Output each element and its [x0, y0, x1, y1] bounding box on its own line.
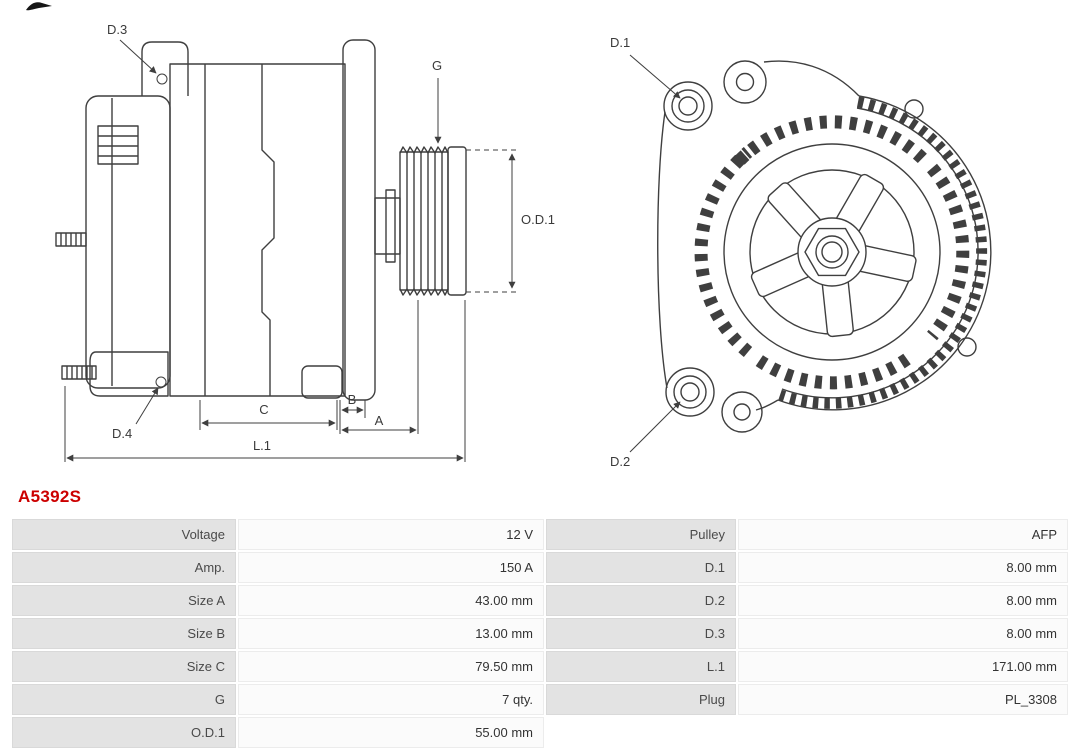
pulley-ribbed-section — [399, 151, 449, 291]
side-view-dimensions — [64, 39, 517, 462]
dim-label-c: C — [259, 402, 268, 417]
rear-vent-fins — [97, 125, 139, 165]
spec-label: Amp. — [12, 552, 236, 583]
part-number: A5392S — [18, 487, 82, 506]
housing-tab — [957, 337, 977, 357]
casting-split-line — [261, 64, 275, 396]
spec-label: D.3 — [546, 618, 736, 649]
housing-tab — [904, 99, 924, 119]
shaft-nut — [804, 227, 860, 277]
spec-label-empty — [546, 717, 736, 748]
spec-value: 43.00 mm — [238, 585, 544, 616]
spec-value: PL_3308 — [738, 684, 1068, 715]
dim-label-g: G — [432, 58, 442, 73]
spec-label: Pulley — [546, 519, 736, 550]
spec-label: G — [12, 684, 236, 715]
spec-value: 8.00 mm — [738, 552, 1068, 583]
front-view-dimensions — [629, 54, 681, 453]
housing-top-edge — [763, 60, 860, 97]
alternator-technical-drawing: D.3 G O.D.1 D.4 C B A L.1 — [55, 22, 992, 469]
dim-label-d4: D.4 — [112, 426, 132, 441]
dim-label-l1: L.1 — [253, 438, 271, 453]
spec-value-empty — [738, 717, 1068, 748]
corner-logo-fragment — [24, 0, 54, 18]
lower-lug — [89, 351, 169, 397]
spec-label: D.2 — [546, 585, 736, 616]
bottom-bracket — [301, 365, 343, 399]
dim-label-d3: D.3 — [107, 22, 127, 37]
spec-value: 79.50 mm — [238, 651, 544, 682]
shaft — [374, 197, 401, 255]
mounting-ear-d1 — [663, 81, 713, 131]
spec-value: 7 qty. — [238, 684, 544, 715]
spec-value: 8.00 mm — [738, 585, 1068, 616]
dim-label-od1: O.D.1 — [521, 212, 555, 227]
mounting-ear-d2 — [665, 367, 715, 417]
spec-label: O.D.1 — [12, 717, 236, 748]
mounting-ear — [723, 60, 767, 104]
stator-body — [169, 63, 346, 397]
spec-label: Plug — [546, 684, 736, 715]
dim-label-a: A — [375, 413, 384, 428]
housing-left-edge — [657, 111, 668, 389]
dim-label-b: B — [348, 392, 357, 407]
spec-value: 8.00 mm — [738, 618, 1068, 649]
pulley-flange — [447, 146, 467, 296]
drive-end-frame — [342, 39, 376, 401]
lower-stud — [61, 365, 97, 380]
spec-label: Size B — [12, 618, 236, 649]
spec-value: AFP — [738, 519, 1068, 550]
front-view — [657, 60, 992, 433]
spec-label: Size A — [12, 585, 236, 616]
dim-label-d2: D.2 — [610, 454, 630, 469]
spec-value: 13.00 mm — [238, 618, 544, 649]
vent-slots — [694, 115, 970, 390]
top-ear — [141, 41, 189, 96]
dim-label-d1: D.1 — [610, 35, 630, 50]
spec-value: 55.00 mm — [238, 717, 544, 748]
side-view — [55, 39, 467, 401]
spec-label: L.1 — [546, 651, 736, 682]
spec-value: 150 A — [238, 552, 544, 583]
spec-label: Size C — [12, 651, 236, 682]
spec-value: 12 V — [238, 519, 544, 550]
mounting-ear — [721, 391, 763, 433]
spec-value: 171.00 mm — [738, 651, 1068, 682]
spec-label: Voltage — [12, 519, 236, 550]
spec-label: D.1 — [546, 552, 736, 583]
spec-table: Voltage 12 V Pulley AFP Amp. 150 A D.1 8… — [12, 519, 1068, 748]
